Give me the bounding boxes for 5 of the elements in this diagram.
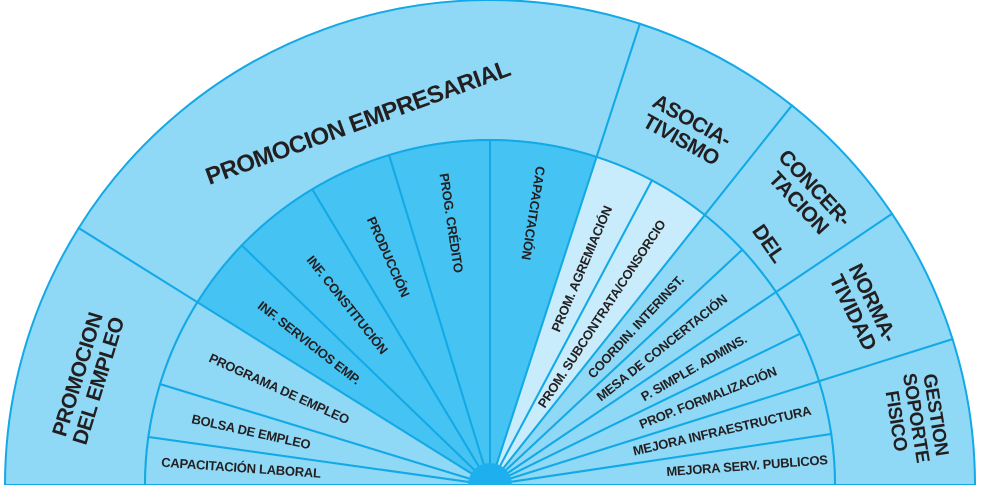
item-label: MEJORA SERV. PUBLICOS bbox=[666, 453, 828, 479]
category-label: GESTION SOPORTE FISICO bbox=[879, 370, 952, 466]
item-label: CAPACITACIÓN LABORAL bbox=[160, 455, 321, 480]
item-label: PROG. CRÉDITO bbox=[436, 172, 465, 274]
item-label: BOLSA DE EMPLEO bbox=[190, 412, 312, 452]
